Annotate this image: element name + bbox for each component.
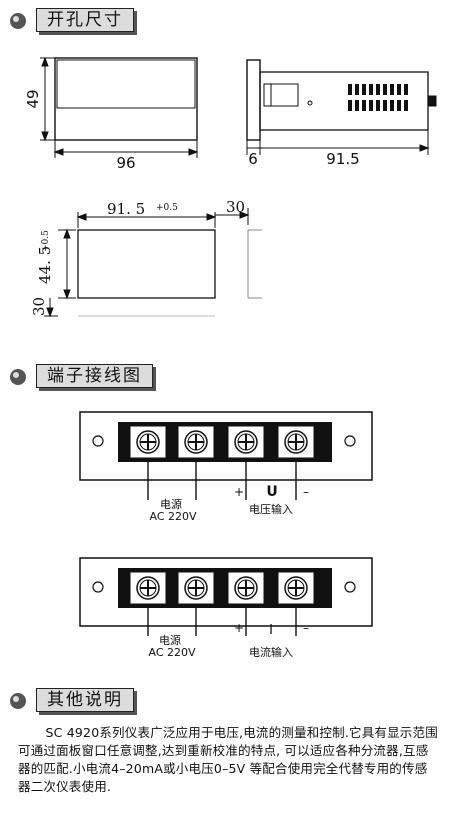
side-view (246, 59, 437, 155)
section-title: 其他说明 (36, 688, 134, 712)
terminal-screw-icon (227, 425, 265, 459)
vent-slot (383, 100, 387, 111)
power-spec: AC 220V (148, 646, 196, 659)
terminal-screws (129, 425, 315, 459)
mounting-hole-icon (92, 581, 104, 593)
minus-label: – (303, 621, 309, 635)
terminal-screw-icon (277, 425, 315, 459)
vent-slot (362, 84, 366, 95)
vent-slot (390, 100, 394, 111)
terminal-screw-icon (129, 571, 167, 605)
dim-front-height: 49 (24, 89, 42, 108)
terminal-screw-icon (277, 571, 315, 605)
cutout-view (44, 208, 262, 318)
power-label: 电源 (160, 497, 182, 511)
plus-label: + (234, 485, 244, 499)
dim-gap-v: 30 (30, 297, 48, 316)
vent-slot (348, 100, 352, 111)
vent-slot (404, 84, 408, 95)
section-title: 端子接线图 (36, 364, 153, 388)
vent-slot (355, 100, 359, 111)
terminal-screw-icon (177, 425, 215, 459)
lead-wires (147, 462, 297, 500)
vent-slot (369, 84, 373, 95)
input-label: 电流输入 (249, 645, 293, 659)
terminal-diagram-voltage: 电源 AC 220V + U – 电压输入 (79, 411, 373, 523)
bullet-icon (10, 13, 26, 29)
lead-wires (147, 608, 297, 636)
vent-slot (376, 84, 380, 95)
mounting-hole-icon (344, 435, 356, 447)
dim-gap-h: 30 (226, 198, 245, 216)
side-vents (348, 84, 408, 111)
dim-front-width: 96 (116, 154, 135, 172)
dim-cutout-width: 91. 5 (107, 200, 145, 218)
vent-slot (397, 84, 401, 95)
vent-slot (376, 100, 380, 111)
power-spec: AC 220V (149, 510, 197, 523)
bullet-icon (10, 693, 26, 709)
signal-label: I (269, 623, 273, 638)
terminal-board (79, 557, 373, 627)
dim-cutout-width-tol: +0.5 (156, 203, 178, 213)
plus-label: + (234, 621, 244, 635)
minus-label: – (303, 485, 309, 499)
dim-side-front: 6 (248, 150, 258, 168)
dimension-drawings: 49 96 6 91.5 (24, 56, 437, 318)
terminal-diagram-current: 电源 AC 220V + I – 电流输入 (79, 557, 373, 659)
terminal-screw-icon (227, 571, 265, 605)
vent-slot (369, 100, 373, 111)
terminal-screw-icon (129, 425, 167, 459)
input-label: 电压输入 (249, 502, 293, 516)
notes-text: SC 4920系列仪表广泛应用于电压,电流的测量和控制.它具有显示范围可通过面板… (18, 725, 438, 794)
dim-side-depth: 91.5 (326, 150, 359, 168)
section-title: 开孔尺寸 (36, 8, 134, 32)
mounting-hole-icon (344, 581, 356, 593)
vent-slot (355, 84, 359, 95)
mounting-hole-icon (92, 435, 104, 447)
dim-cutout-height: 44. 5 (36, 246, 54, 284)
power-label: 电源 (159, 633, 181, 647)
vent-slot (397, 100, 401, 111)
signal-label: U (266, 484, 277, 500)
terminal-screws (129, 571, 315, 605)
terminal-board (79, 411, 373, 481)
dim-cutout-height-tol: +0.5 (41, 230, 51, 252)
vent-slot (362, 100, 366, 111)
vent-slot (404, 100, 408, 111)
front-view (40, 56, 199, 158)
bullet-icon (10, 369, 26, 385)
vent-slot (348, 84, 352, 95)
vent-slot (390, 84, 394, 95)
vent-slot (383, 84, 387, 95)
terminal-screw-icon (177, 571, 215, 605)
